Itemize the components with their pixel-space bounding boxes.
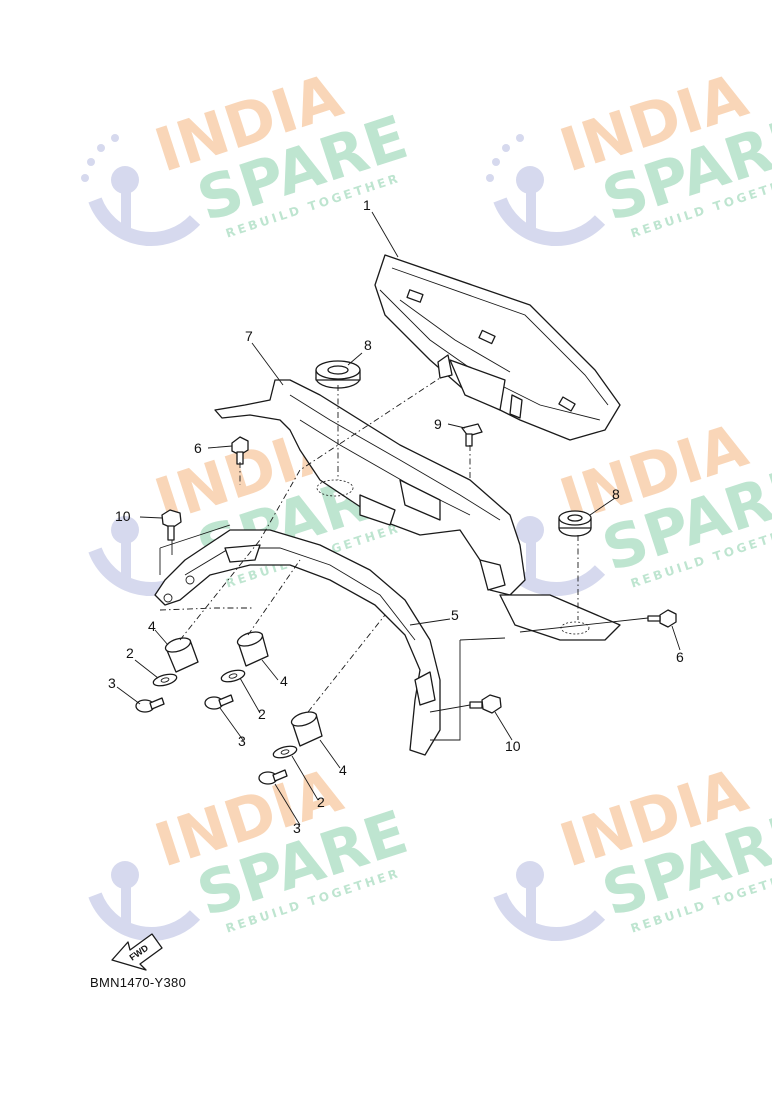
part-10-bolt-left: [161, 509, 182, 541]
callout-2-b: 2: [258, 706, 266, 722]
callout-8-upper: 8: [364, 337, 372, 353]
part-7-bracket: [214, 379, 526, 596]
part-3-screw-3: [258, 769, 288, 785]
part-5-side-plate: [499, 594, 621, 641]
callout-2-c: 2: [317, 794, 325, 810]
watermark-bottom-left: INDIA SPARE REBUILD TOGETHER: [88, 756, 416, 941]
watermark-top-right: INDIA SPARE REBUILD TOGETHER: [486, 61, 772, 246]
callout-1: 1: [363, 197, 371, 213]
callout-8-right: 8: [612, 486, 620, 502]
part-3-screw-2: [204, 694, 234, 710]
callout-6-right: 6: [676, 649, 684, 665]
wrench-logo-icon: [88, 861, 201, 941]
part-4-damper-1: [164, 637, 199, 673]
callout-2-a: 2: [126, 645, 134, 661]
callout-10-right: 10: [505, 738, 521, 754]
part-8-grommet-upper: [315, 360, 361, 389]
callout-3-c: 3: [293, 820, 301, 836]
part-3-screw-1: [135, 697, 165, 713]
part-6-bolt-right: [647, 609, 677, 628]
callout-4-a: 4: [148, 618, 156, 634]
part-2-washer-3: [272, 745, 298, 759]
part-2-washer-2: [220, 669, 246, 683]
callout-3-a: 3: [108, 675, 116, 691]
leader-lines: [116, 211, 681, 826]
diagram-code-label: BMN1470-Y380: [90, 975, 187, 990]
part-10-bolt-right: [469, 694, 502, 714]
callout-10-left: 10: [115, 508, 131, 524]
part-2-washer-1: [152, 673, 178, 687]
callout-3-b: 3: [238, 733, 246, 749]
part-4-damper-3: [290, 711, 323, 747]
callout-6-left: 6: [194, 440, 202, 456]
watermark-top-left: INDIA SPARE REBUILD TOGETHER: [81, 61, 416, 246]
wrench-logo-icon: [493, 861, 606, 941]
wrench-logo-icon: [486, 134, 606, 246]
callout-9: 9: [434, 416, 442, 432]
watermark-bottom-right: INDIA SPARE REBUILD TOGETHER: [493, 756, 772, 941]
callout-5: 5: [451, 607, 459, 623]
part-1-meter-assembly: [374, 254, 621, 441]
callout-4-c: 4: [339, 762, 347, 778]
callout-numbers: 1 7 8 9 6 10 8 5 4 2 3 4 2 3 6 10 4 2 3: [108, 197, 684, 836]
part-6-bolt-left: [231, 436, 249, 465]
part-5-lower-stay: [154, 529, 441, 756]
callout-4-b: 4: [280, 673, 288, 689]
part-4-damper-2: [236, 631, 269, 667]
callout-7: 7: [245, 328, 253, 344]
part-9-clip: [461, 423, 483, 447]
fwd-arrow-icon: FWD: [111, 933, 163, 971]
part-8-grommet-right: [558, 510, 592, 537]
wrench-logo-icon: [81, 134, 201, 246]
assembly-lines: [159, 377, 649, 741]
